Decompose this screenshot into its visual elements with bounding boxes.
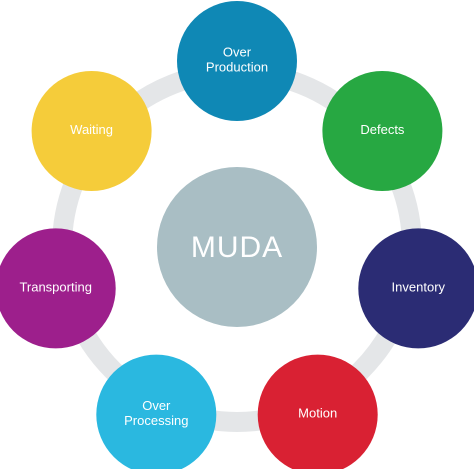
node-label-line: Motion (298, 406, 337, 421)
node-circle-defects (322, 71, 443, 191)
node-label-inventory: Inventory (392, 280, 446, 295)
node-label-line: Processing (124, 414, 188, 429)
hub-label: MUDA (191, 231, 283, 264)
hub: MUDA (157, 167, 317, 327)
node-transporting: Transporting (0, 228, 116, 349)
node-label-line: Production (206, 60, 268, 75)
node-label-line: Over (142, 399, 171, 414)
node-label-line: Over (223, 45, 252, 60)
node-label-line: Waiting (70, 122, 113, 137)
node-label-defects: Defects (360, 122, 405, 137)
node-label-waiting: Waiting (70, 122, 113, 137)
node-inventory: Inventory (358, 228, 474, 349)
hub-circle (157, 167, 317, 327)
node-circle-waiting (31, 71, 152, 191)
node-circle-over-production (177, 1, 297, 121)
node-motion: Motion (257, 354, 378, 469)
node-defects: Defects (322, 71, 443, 191)
node-circle-motion (257, 354, 378, 469)
node-label-transporting: Transporting (19, 280, 92, 295)
node-label-motion: Motion (298, 406, 337, 421)
node-label-line: Transporting (19, 280, 92, 295)
node-circle-transporting (0, 228, 116, 349)
node-label-line: Defects (360, 122, 405, 137)
node-circle-over-processing (96, 354, 217, 469)
node-waiting: Waiting (31, 71, 152, 191)
node-label-line: Inventory (392, 280, 446, 295)
node-circle-inventory (358, 228, 474, 349)
